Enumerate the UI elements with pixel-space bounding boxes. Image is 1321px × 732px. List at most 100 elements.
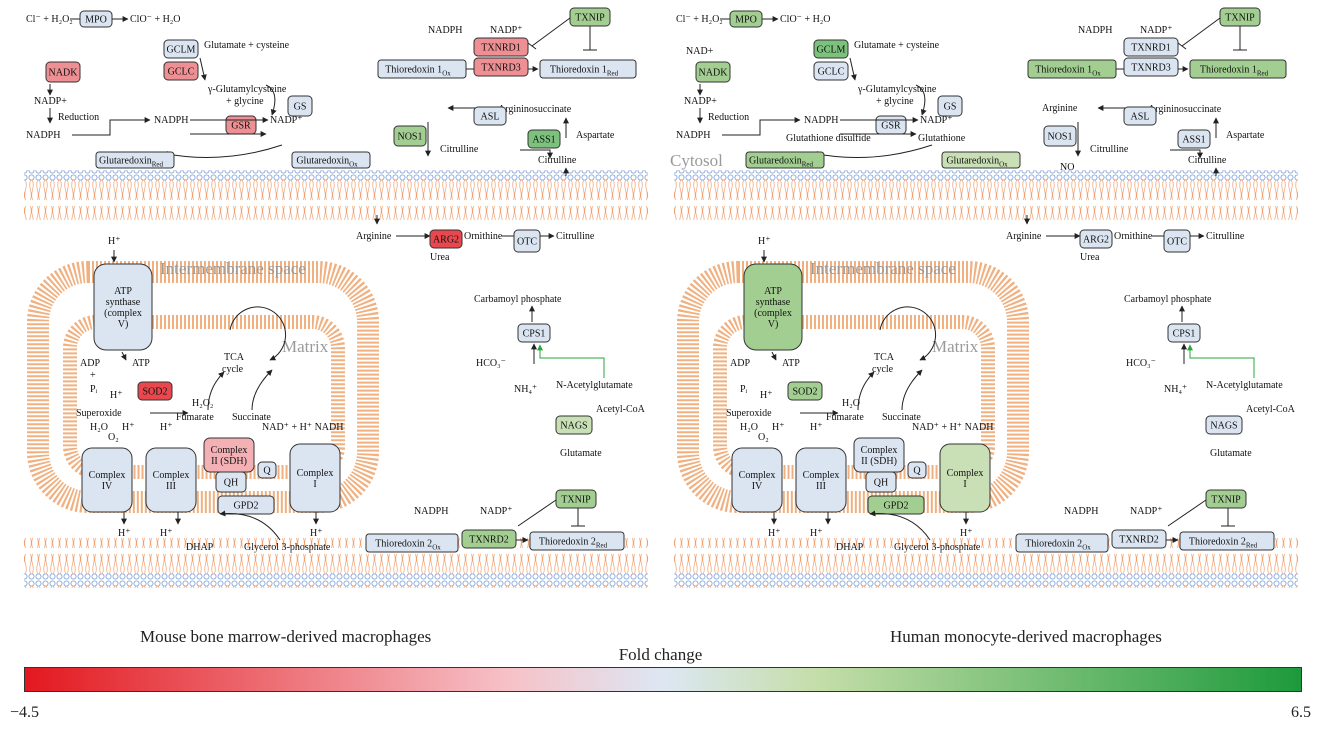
otc-protein-box (513, 229, 541, 253)
thioredoxin2-ox: Thioredoxin 2Ox (1015, 533, 1109, 553)
ubiquinone-box (907, 461, 927, 479)
h-plus-out-1: H⁺ (118, 528, 131, 539)
complex-iii-label-1: III (166, 481, 176, 492)
complex-iii-box (795, 447, 847, 513)
bicarbonate: HCO₃⁻ (476, 358, 506, 369)
fumarate: Fumarate (826, 412, 864, 423)
txnip2-protein-box (555, 489, 597, 509)
mpo-protein: MPO (79, 10, 113, 28)
phosphate: Pᵢ (90, 384, 98, 395)
reduction-label: Reduction (708, 112, 749, 123)
legend-min: −4.5 (10, 704, 40, 721)
caption-mouse: Mouse bone marrow-derived macrophages (140, 627, 432, 646)
fumarate-arrow (207, 371, 225, 411)
nadph-to-gsr (722, 117, 801, 136)
nags-protein-label: NAGS (560, 421, 587, 432)
gs-protein-box (937, 95, 963, 117)
txnip-inhibit-bar (527, 42, 537, 50)
gsr-protein-label: GSR (881, 121, 901, 132)
h-plus-civ: H⁺ (122, 422, 135, 433)
gs-protein: GS (937, 95, 963, 117)
txnip2-protein-label: TXNIP (561, 495, 591, 506)
arg2-protein-label: ARG2 (1083, 235, 1109, 246)
plasma-membrane (24, 170, 648, 220)
thioredoxin1-ox-subscript: Ox (1092, 70, 1101, 78)
thioredoxin2-red-box (529, 531, 625, 551)
chloride-peroxide: Cl⁻ + H₂O₂ (26, 14, 73, 25)
txnrd2-protein: TXNRD2 (1111, 529, 1167, 549)
tca-cycle-circle (229, 306, 287, 361)
gpd2-arc (869, 510, 931, 541)
atp-synthase-label-3: V) (768, 319, 779, 330)
ubiquinol-label: QH (224, 478, 238, 489)
water: H₂O (90, 422, 108, 433)
complex-ii-label-1: II (SDH) (861, 456, 897, 467)
ubiquinone-box (257, 461, 277, 479)
glycerol-3-phosphate: Glycerol 3-phosphate (244, 542, 331, 553)
glutaredoxin-ox-label: GlutaredoxinOx (296, 156, 358, 169)
complex-i-label-0: Complex (297, 468, 334, 479)
h-plus-out-2: H⁺ (810, 528, 823, 539)
gs-protein: GS (287, 95, 313, 117)
superoxide: Superoxide (76, 408, 122, 419)
legend-max: 6.5 (1291, 704, 1311, 721)
glutaredoxin-red-box (745, 151, 825, 169)
oxygen: O₂ (108, 432, 119, 443)
carbamoyl-phosphate: Carbamoyl phosphate (474, 294, 562, 305)
ass1-protein-box (527, 129, 561, 149)
cps1-protein: CPS1 (1167, 323, 1201, 343)
complex-ii-label-0: Complex (211, 445, 248, 456)
gsr-protein: GSR (225, 115, 257, 135)
txnrd1-protein-label: TXNRD1 (1131, 43, 1170, 54)
complex-iv-label-1: IV (752, 481, 763, 492)
atp-arrow (770, 351, 777, 361)
tca-label: TCA (874, 352, 895, 363)
adp: ADP (80, 358, 100, 369)
gs-protein-label: GS (294, 102, 307, 113)
thioredoxin2-red-label: Thioredoxin 2Red (539, 537, 608, 550)
nadph-trx2: NADPH (414, 506, 448, 517)
plasma-membrane (674, 170, 1298, 220)
txnrd3-protein: TXNRD3 (1123, 57, 1179, 77)
thioredoxin2-red: Thioredoxin 2Red (529, 531, 625, 551)
complex-iv-box (81, 447, 133, 513)
gpd2-protein-label: GPD2 (883, 501, 908, 512)
txnip2-protein: TXNIP (555, 489, 597, 509)
glutaredoxin-ox-label: GlutaredoxinOx (946, 156, 1008, 169)
gs-protein-box (287, 95, 313, 117)
asl-protein-box (1123, 106, 1157, 126)
complex-ii-label-0: Complex (861, 445, 898, 456)
caption-human: Human monocyte-derived macrophages (890, 627, 1162, 646)
gclm-protein-box (163, 39, 199, 59)
gpd2-protein: GPD2 (867, 495, 925, 515)
gsr-protein-label: GSR (231, 121, 251, 132)
txnip2-inhibit (517, 499, 557, 527)
thioredoxin2-red-label: Thioredoxin 2Red (1189, 537, 1258, 550)
argininosuccinate: Argininosuccinate (1148, 104, 1222, 115)
outer-mito-membrane (677, 261, 1029, 513)
atp-synthase-label-3: V) (118, 319, 129, 330)
txnrd2-protein: TXNRD2 (461, 529, 517, 549)
arg2-protein: ARG2 (429, 229, 463, 249)
txnip-protein: TXNIP (569, 7, 611, 27)
txnrd1-protein: TXNRD1 (473, 37, 529, 57)
citrulline-top: Citrulline (440, 144, 479, 155)
n-acetylglutamate: N-Acetylglutamate (1206, 380, 1283, 391)
arginine-top: Arginine (1042, 103, 1078, 114)
ubiquinone: Q (907, 461, 927, 479)
nadk-protein: NADK (45, 61, 81, 83)
nadp-gsr: NADP⁺ (270, 115, 303, 126)
sod2-protein: SOD2 (137, 381, 173, 401)
gclc-protein-box (163, 61, 199, 81)
complex-i-label-1: I (313, 479, 316, 490)
adp: ADP (730, 358, 750, 369)
txnrd2-protein-label: TXNRD2 (1119, 535, 1158, 546)
txnrd2-protein-box (461, 529, 517, 549)
asl-protein-box (473, 106, 507, 126)
gclc-protein: GCLC (163, 61, 199, 81)
h-plus-matrix: H⁺ (760, 390, 773, 401)
citrulline-mito: Citrulline (1206, 231, 1245, 242)
